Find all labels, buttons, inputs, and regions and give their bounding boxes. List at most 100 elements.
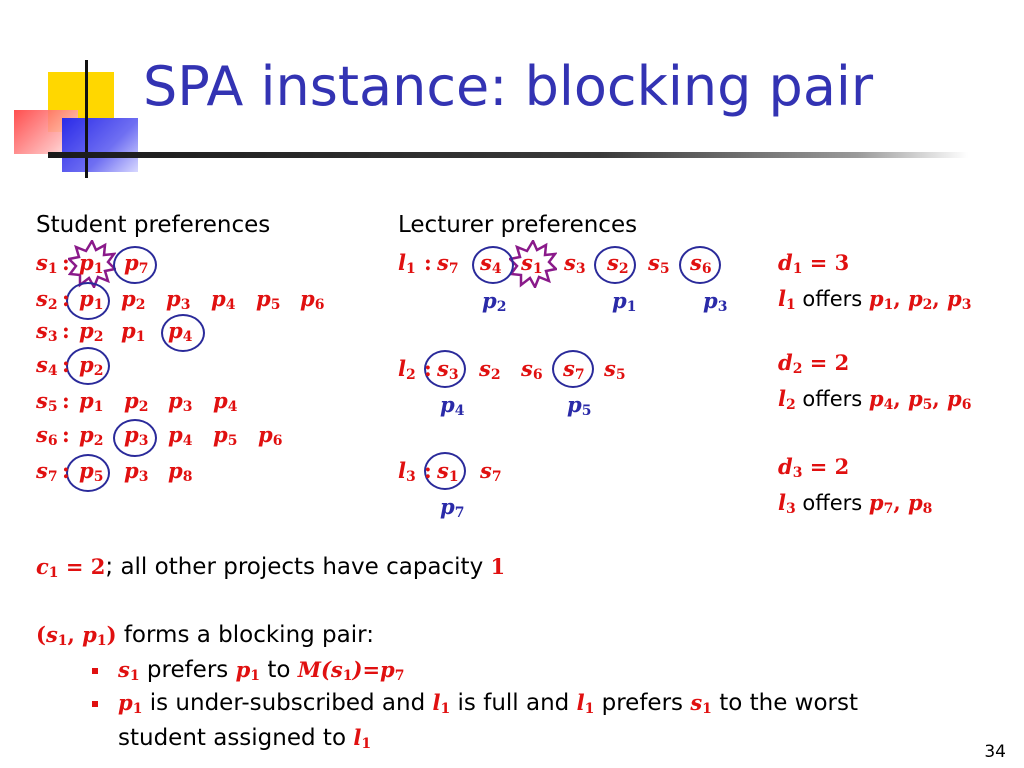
separator: : (424, 458, 432, 483)
separator: : (62, 422, 70, 447)
project-preference: p2 (79, 422, 104, 449)
project-preference: p1 (79, 286, 104, 313)
separator: : (62, 318, 70, 343)
lecturer-ref: l3 (778, 490, 796, 517)
student-label: s5 (36, 388, 58, 415)
separator: : (62, 352, 70, 377)
offered-project: p7 (868, 490, 894, 517)
lecturer-project: p1 (612, 288, 637, 315)
match-circle (552, 350, 594, 388)
project-preference: p7 (124, 250, 149, 277)
lecturer-project: p4 (440, 392, 465, 419)
lecturer-project: p3 (703, 288, 728, 315)
match-circle (594, 246, 636, 284)
project-preference: p4 (168, 318, 193, 345)
student-preference: s2 (479, 356, 501, 383)
student-preference: s7 (480, 458, 502, 485)
match-circle (66, 347, 110, 385)
project-preference: p1 (79, 388, 104, 415)
match-circle (113, 246, 157, 284)
project-preference: p5 (256, 286, 281, 313)
offered-project: p2 (907, 286, 933, 313)
student-label: s3 (36, 318, 58, 345)
capacity-note: c1 = 2; all other projects have capacity… (36, 554, 506, 581)
student-preference: s3 (564, 250, 586, 277)
project-preference: p3 (124, 422, 149, 449)
project-preference: p6 (300, 286, 325, 313)
lecturer-preferences-header: Lecturer preferences (398, 212, 638, 238)
blocking-star-lecturer (509, 240, 557, 288)
student-label: s4 (36, 352, 58, 379)
lecturer-label: l2 (398, 356, 416, 383)
project-preference: p2 (121, 286, 146, 313)
student-preference: s5 (648, 250, 670, 277)
student-label: s7 (36, 458, 58, 485)
lecturer-capacity: d3 = 2 (778, 454, 850, 481)
slide-logo (0, 60, 150, 180)
blocking-pair-statement: (s1, p1) forms a blocking pair: (36, 622, 374, 649)
separator: : (62, 458, 70, 483)
capacity-value: 1 (490, 554, 506, 579)
offered-project: p3 (947, 286, 972, 313)
project-preference: p3 (166, 286, 191, 313)
separator: : (62, 388, 70, 413)
logo-vertical-line (85, 60, 88, 178)
student-label: s6 (36, 422, 58, 449)
student-preference: s6 (521, 356, 543, 383)
separator: : (62, 286, 70, 311)
lecturer-project: p7 (440, 494, 465, 521)
lecturer-project: p2 (482, 288, 507, 315)
capacity-text: ; all other projects have capacity (105, 554, 491, 580)
lecturer-offers: l2 offers p4, p5, p6 (778, 386, 972, 413)
bullet-2-continuation: student assigned to l1 (118, 725, 372, 752)
lecturer-offers: l1 offers p1, p2, p3 (778, 286, 972, 313)
project-preference: p4 (168, 422, 193, 449)
student-preference: s6 (690, 250, 712, 277)
project-preference: p5 (79, 458, 104, 485)
bullet-marker (92, 701, 98, 707)
project-preference: p1 (121, 318, 146, 345)
match-circle (679, 246, 721, 284)
student-preference: s1 (521, 250, 543, 277)
project-preference: p2 (79, 318, 104, 345)
project-preference: p4 (213, 388, 238, 415)
student-label: s2 (36, 286, 58, 313)
offered-project: p5 (907, 386, 933, 413)
page-number: 34 (984, 742, 1006, 762)
match-circle (424, 452, 466, 490)
lecturer-label: l1 (398, 250, 416, 277)
project-preference: p4 (211, 286, 236, 313)
project-preference: p5 (213, 422, 238, 449)
student-preferences-header: Student preferences (36, 212, 271, 238)
offered-project: p1 (868, 286, 894, 313)
lecturer-ref: l2 (778, 386, 796, 413)
separator: : (62, 250, 70, 275)
student-preference: s7 (437, 250, 459, 277)
bullet-2: p1 is under-subscribed and l1 is full an… (118, 690, 859, 717)
match-circle (472, 246, 514, 284)
lecturer-capacity: d2 = 2 (778, 350, 850, 377)
project-preference: p6 (258, 422, 283, 449)
lecturer-offers: l3 offers p7, p8 (778, 490, 933, 517)
lecturer-ref: l1 (778, 286, 796, 313)
lecturer-capacity: d1 = 3 (778, 250, 850, 277)
separator: : (424, 356, 432, 381)
slide-title: SPA instance: blocking pair (143, 55, 874, 118)
project-preference: p1 (79, 250, 104, 277)
match-circle (161, 314, 205, 352)
student-label: s1 (36, 250, 58, 277)
match-circle (113, 419, 157, 457)
offered-project: p4 (868, 386, 894, 413)
student-preference: s3 (437, 356, 459, 383)
lecturer-project: p5 (567, 392, 592, 419)
match-circle (66, 282, 110, 320)
student-preference: s4 (480, 250, 502, 277)
offered-project: p8 (907, 490, 933, 517)
match-circle (66, 454, 110, 492)
project-preference: p2 (124, 388, 149, 415)
logo-blue-square (62, 118, 138, 172)
student-preference: s2 (607, 250, 629, 277)
title-rule (48, 152, 968, 158)
match-circle (424, 350, 466, 388)
project-preference: p3 (168, 388, 193, 415)
